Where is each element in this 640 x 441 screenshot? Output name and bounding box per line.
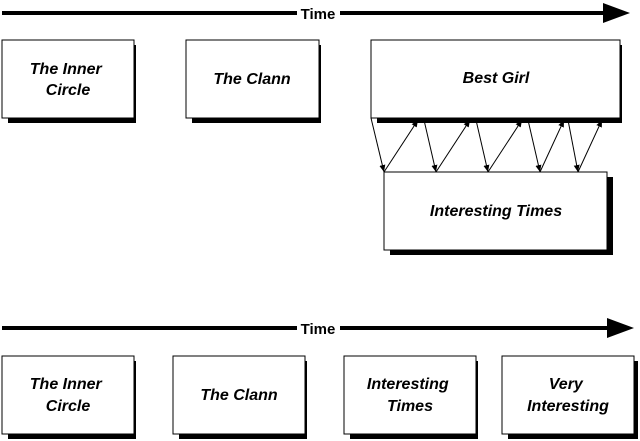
box-frame bbox=[383, 171, 608, 251]
bottom-box-interesting-times: Interesting Times bbox=[343, 355, 478, 439]
bottom-timeline: Time bbox=[2, 318, 634, 338]
top-timeline-label: Time bbox=[301, 6, 336, 23]
arrow-up-3 bbox=[487, 119, 523, 173]
box-label-line-2: Circle bbox=[46, 82, 91, 99]
box-label: The Clann bbox=[213, 71, 291, 88]
arrow-up-4 bbox=[539, 119, 565, 173]
box-label-line-1: The Clann bbox=[200, 387, 278, 404]
arrow-up-2 bbox=[435, 119, 471, 173]
box-frame bbox=[370, 39, 621, 119]
arrow-down-5 bbox=[567, 119, 580, 173]
box-label: The Inner Circle bbox=[30, 376, 106, 415]
box-frame bbox=[172, 355, 306, 435]
arrow-down-4 bbox=[527, 119, 542, 173]
top-timeline: Time bbox=[2, 3, 630, 23]
box-frame bbox=[501, 355, 635, 435]
box-label: The Clann bbox=[200, 387, 278, 404]
bottom-box-inner-circle: The Inner Circle bbox=[1, 355, 136, 439]
box-label-line-1: The Inner bbox=[30, 376, 103, 393]
box-label-line-1: Interesting bbox=[367, 376, 449, 393]
top-box-the-clann: The Clann bbox=[185, 39, 321, 123]
box-label-line-1: The Clann bbox=[213, 71, 291, 88]
box-label: Interesting Times bbox=[430, 203, 562, 220]
box-frame bbox=[343, 355, 477, 435]
arrow-down-2 bbox=[423, 119, 438, 173]
box-label-line-1: Interesting Times bbox=[430, 203, 562, 220]
box-label-line-1: The Inner bbox=[30, 61, 103, 78]
arrow-up-5 bbox=[577, 119, 603, 173]
box-frame bbox=[185, 39, 320, 119]
bottom-box-very-interesting: Very Interesting bbox=[501, 355, 638, 439]
box-label: Best Girl bbox=[463, 70, 530, 87]
box-label-line-1: Best Girl bbox=[463, 70, 530, 87]
box-label-line-2: Circle bbox=[46, 398, 91, 415]
top-timeline-arrowhead bbox=[603, 3, 630, 23]
top-box-best-girl: Best Girl bbox=[370, 39, 622, 123]
bottom-timeline-label: Time bbox=[301, 321, 336, 338]
box-label-line-1: Very bbox=[549, 376, 584, 393]
top-box-inner-circle: The Inner Circle bbox=[1, 39, 136, 123]
box-label: Interesting Times bbox=[367, 376, 453, 415]
box-label: The Inner Circle bbox=[30, 61, 106, 99]
arrow-up-1 bbox=[383, 119, 419, 173]
box-label: Very Interesting bbox=[527, 376, 609, 415]
box-label-line-2: Interesting bbox=[527, 398, 609, 415]
arrow-down-3 bbox=[475, 119, 490, 173]
arrow-down-1 bbox=[370, 117, 386, 173]
box-frame bbox=[1, 39, 135, 119]
bottom-box-the-clann: The Clann bbox=[172, 355, 307, 439]
bottom-timeline-arrowhead bbox=[607, 318, 634, 338]
box-label-line-2: Times bbox=[387, 398, 433, 415]
box-frame bbox=[1, 355, 135, 435]
top-box-interesting-times: Interesting Times bbox=[383, 171, 613, 255]
interleave-arrows bbox=[370, 117, 603, 173]
